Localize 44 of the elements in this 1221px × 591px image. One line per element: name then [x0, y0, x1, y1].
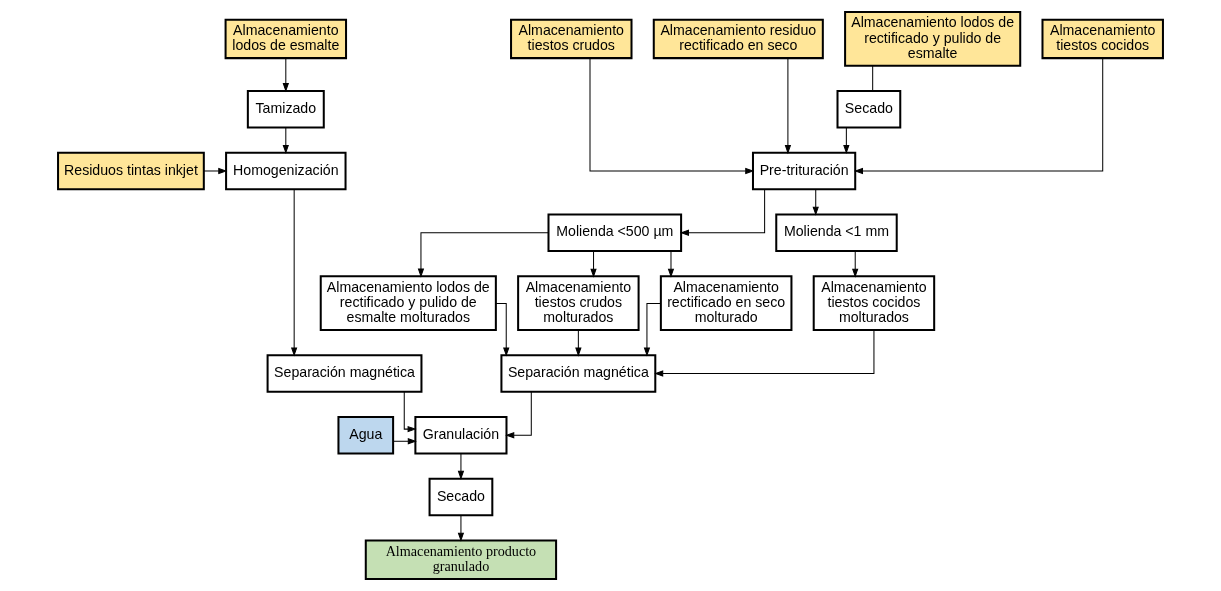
node-box: Granulación — [414, 415, 508, 455]
arrow — [852, 250, 859, 278]
node-box: Almacenamiento tiestos crudos molturados — [517, 275, 640, 331]
arrow — [843, 127, 850, 154]
node-box: Almacenamiento tiestos cocidos — [1041, 18, 1164, 60]
node-box: Almacenamiento lodos de rectificado y pulido de esmalte — [844, 11, 1022, 67]
arrow — [784, 57, 792, 155]
node-box: Residuos tintas inkjet — [57, 151, 205, 191]
node-box: Secado — [428, 477, 494, 517]
node-box: Almacenamiento residuo rectificado en seco — [652, 18, 824, 60]
node-box: Tamizado — [246, 90, 325, 129]
node-box: Almacenamiento tiestos cocidos molturados — [812, 275, 936, 331]
node-box: Almacenamiento lodos de esmalte — [224, 18, 348, 60]
arrow — [457, 453, 465, 480]
arrow — [853, 57, 1104, 175]
node-box: Secado — [836, 90, 902, 129]
arrow — [203, 167, 228, 175]
node-box: Almacenamiento producto granulado — [364, 539, 558, 580]
arrow — [505, 391, 532, 439]
node-box: Separación magnética — [500, 354, 657, 393]
arrow — [403, 391, 417, 433]
node-box: Molienda <1 mm — [775, 213, 898, 252]
arrow — [392, 438, 417, 445]
node-box: Almacenamiento rectificado en seco molturado — [659, 275, 793, 331]
arrow — [495, 303, 510, 357]
arrow — [282, 127, 289, 154]
node-box: Molienda <500 µm — [547, 213, 683, 252]
arrow — [590, 250, 597, 278]
arrow — [679, 189, 766, 236]
arrow — [589, 57, 755, 175]
node-box: Almacenamiento tiestos crudos — [510, 18, 633, 60]
arrow — [282, 58, 289, 93]
node-box: Almacenamiento lodos de rectificado y pulido de esmalte molturados — [319, 275, 497, 331]
arrow — [290, 188, 298, 357]
node-box: Agua — [337, 415, 395, 455]
node-box: Homogenización — [225, 151, 347, 191]
node-box: Separación magnética — [266, 354, 423, 393]
connector — [872, 65, 874, 92]
arrow — [575, 329, 582, 357]
arrow — [667, 250, 675, 278]
arrow — [417, 232, 549, 278]
node-box: Pre-trituración — [751, 151, 857, 191]
arrow — [457, 514, 465, 542]
arrow — [654, 329, 875, 377]
